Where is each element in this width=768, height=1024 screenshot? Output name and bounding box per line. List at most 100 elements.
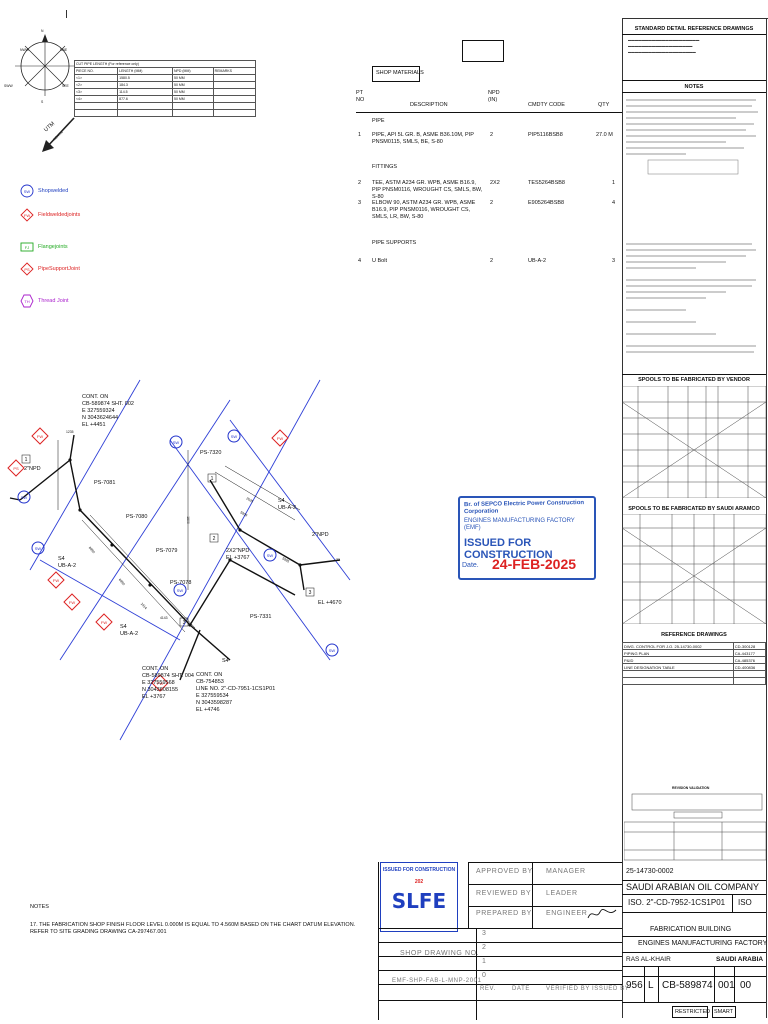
validation-grid: [624, 793, 766, 861]
iso-line: ISO. 2"-CD-7952-1CS1P01: [628, 898, 726, 907]
spools-aramco-grid: [622, 514, 766, 624]
svg-text:SW: SW: [24, 189, 31, 194]
country: SAUDI ARABIA: [716, 956, 764, 963]
svg-text:SW: SW: [21, 495, 28, 500]
smart-label: SMART: [714, 1009, 734, 1015]
svg-text:FW: FW: [157, 681, 163, 686]
svg-text:PS: PS: [24, 267, 30, 272]
npd-label-1: 2"NPD: [24, 466, 41, 472]
item-no: 3: [358, 200, 362, 206]
compass-e: SEE: [62, 84, 69, 88]
frame-top: [622, 18, 768, 19]
rev-num: 2: [482, 944, 487, 951]
cont-label-1: CONT. ON CB-589874 SHT. 002 E 327559324 …: [82, 394, 134, 428]
svg-text:FW: FW: [101, 620, 107, 625]
cut-th: NPD (MM): [172, 67, 214, 75]
svg-text:TH: TH: [24, 299, 29, 304]
cont-label-3: CONT. ON CB-754853 LINE NO. 2"-CD-7951-1…: [196, 672, 276, 713]
slfe-top: ISSUED FOR CONSTRUCTION: [382, 867, 456, 873]
svg-text:PS: PS: [13, 466, 19, 471]
item-npd: 2: [490, 132, 494, 138]
shop-materials-title: SHOP MATERIALS: [376, 70, 424, 76]
dim-label: 77: [336, 558, 340, 562]
col-cmdty: CMDTY CODE: [528, 102, 565, 108]
approval-block: [378, 862, 623, 1020]
notes-right-title: NOTES: [684, 84, 704, 90]
table-row: [73, 109, 257, 117]
item-npd: 2: [490, 200, 494, 206]
svg-text:1: 1: [25, 457, 28, 463]
slfe-logo: SLFE: [391, 889, 447, 913]
item-no: 1: [358, 132, 362, 138]
legend-fieldweld: FW Fieldweldedjoints: [20, 208, 80, 222]
ps-label: PS-7078: [170, 580, 192, 586]
svg-text:FW: FW: [37, 434, 43, 439]
el-label: EL +4670: [318, 600, 342, 606]
shop-drawing-no: EMF-SHP-FAB-L-MNP-2001: [392, 978, 482, 984]
rev-validation: REVISION VALIDATION: [672, 786, 710, 790]
item-code: E905264BSB8: [528, 200, 565, 206]
legend-shopwelded: SW Shopwelded: [20, 184, 68, 198]
restricted-box: [672, 1006, 708, 1018]
leader-label: LEADER: [546, 890, 578, 897]
section-pipe: PIPE: [372, 118, 385, 124]
compass-w: SWW: [4, 84, 13, 88]
item-qty: 4: [612, 200, 616, 206]
slfe-num: 202: [414, 879, 424, 885]
legend-flange: FJ Flangejoints: [20, 240, 68, 254]
verified-head: VERIFIED BY: [546, 986, 590, 992]
svg-text:FW: FW: [24, 213, 30, 218]
section-fittings: FITTINGS: [372, 164, 398, 170]
utm-arrow-icon: [42, 117, 75, 152]
svg-text:3: 3: [309, 590, 312, 596]
spools-vendor-title: SPOOLS TO BE FABRICATED BY VENDOR: [638, 377, 750, 383]
reviewed-label: REVIEWED BY: [476, 890, 532, 897]
item-no: 4: [358, 258, 362, 264]
cont-label-2: CONT. ON CB-589874 SHT. 004 E 327559568 …: [142, 666, 194, 700]
svg-text:SW: SW: [173, 440, 180, 445]
factory: ENGINES MANUFACTURING FACTORY: [638, 940, 768, 947]
compass-nw: NWW: [20, 48, 29, 52]
npd-label-3: 2"NPD: [312, 532, 329, 538]
item-desc: U Bolt: [372, 258, 387, 264]
svg-text:FW: FW: [53, 578, 59, 583]
cut-th: LENGTH (MM): [117, 67, 173, 75]
std-text: ▬▬▬▬▬▬▬▬▬▬▬▬▬▬▬▬▬▬▬▬: [628, 50, 696, 54]
item-code: UB-A-2: [528, 258, 547, 264]
stamp-date-label: Date.: [462, 562, 479, 569]
signature-icon: [587, 909, 617, 919]
support-label: S4 UB-A-2: [278, 498, 297, 511]
ps-label: PS-7081: [94, 480, 116, 486]
spools-vendor-grid: [622, 386, 766, 498]
svg-text:SW: SW: [329, 648, 336, 653]
legend-label: PipeSupportJoint: [38, 266, 80, 272]
drawing-number: CB-589874: [662, 980, 713, 991]
item-qty: 27.0 M: [596, 132, 613, 138]
compass-n: N: [41, 29, 44, 33]
rev-num: 0: [482, 972, 487, 979]
issued-stamp: Br. of SEPCO Electric Power Construction…: [458, 496, 596, 580]
thread-icon: TH: [20, 294, 34, 308]
dim-label: 1800: [185, 516, 190, 524]
ps-label: PS-7320: [200, 450, 222, 456]
svg-text:FW: FW: [277, 436, 283, 441]
std-text: ▬▬▬▬▬▬▬▬▬▬▬▬▬▬▬▬▬▬▬▬▬: [628, 38, 700, 42]
svg-text:SW: SW: [35, 546, 42, 551]
item-desc: TEE, ASTM A234 GR. WPB, ASME B16.9, PIP …: [372, 180, 483, 200]
shop-drawing-label: SHOP DRAWING NO.: [400, 950, 480, 957]
shop-materials-title-box: [372, 66, 420, 82]
compass-s: S: [41, 100, 44, 104]
support-label: S4 UB-A-2: [120, 624, 139, 637]
col-desc: DESCRIPTION: [410, 102, 448, 108]
notes-title: NOTES: [30, 904, 49, 910]
cut-pipe-table: CUT PIPE LENGTH (For reference only) PIE…: [73, 60, 257, 117]
npd-label-2: 2X2"NPD EL +3767: [226, 548, 250, 561]
table-row: [622, 677, 767, 685]
item-code: PIP5116BSB8: [528, 132, 563, 138]
item-desc: PIPE, API 5L GR. B, ASME B36.10M, PIP PN…: [372, 132, 474, 145]
flange-icon: FJ: [20, 242, 34, 252]
